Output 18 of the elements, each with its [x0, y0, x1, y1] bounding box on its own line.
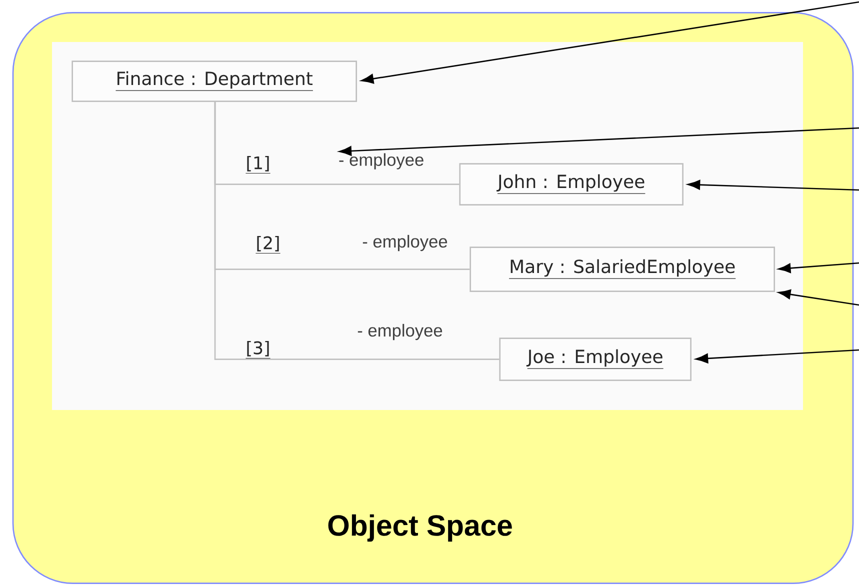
arrow — [778, 289, 859, 306]
link-line — [214, 102, 500, 360]
arrow — [361, 1, 859, 84]
role-label: - employee — [358, 324, 442, 340]
arrow — [339, 127, 859, 156]
qualifier-label: [1] — [245, 156, 271, 174]
role-label: - employee — [362, 234, 448, 252]
object-box: John : Employee — [459, 163, 684, 206]
qualifier-label: [2] — [255, 236, 281, 254]
arrow — [778, 262, 859, 274]
object-box: Finance : Department — [72, 60, 357, 102]
role-label: - employee — [339, 153, 424, 170]
qualifier-label: [3] — [245, 340, 271, 359]
object-box: Mary : SalariedEmployee — [470, 246, 775, 292]
arrow — [688, 180, 859, 191]
arrow — [696, 349, 859, 364]
region-title: Object Space — [328, 514, 512, 542]
object-box: Joe : Employee — [499, 338, 692, 381]
